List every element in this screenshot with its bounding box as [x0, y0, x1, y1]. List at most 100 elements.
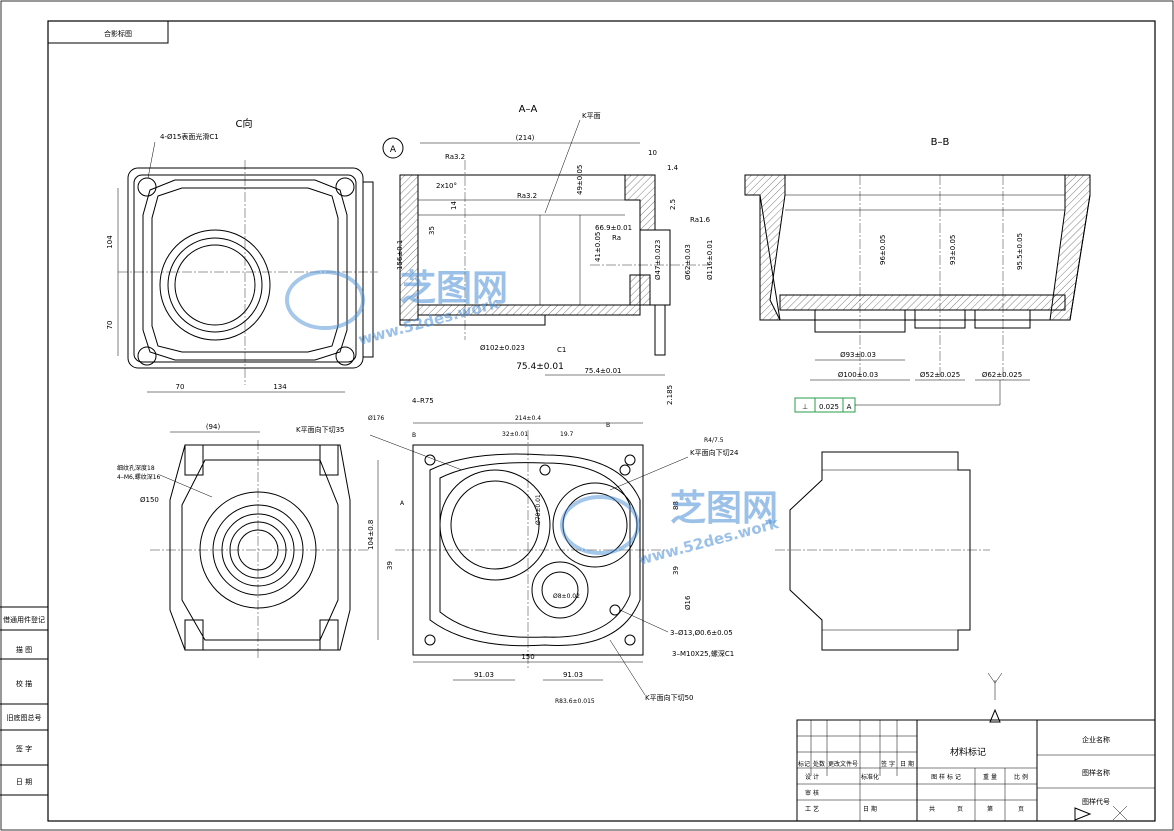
dim: 104±0.8: [367, 520, 375, 550]
svg-text:签 字: 签 字: [881, 760, 895, 768]
dim: 70: [106, 321, 114, 330]
tolerance-frame: ⊥ 0.025 A: [794, 380, 1001, 413]
svg-text:工 艺: 工 艺: [805, 805, 819, 813]
left-strip: 借通用件登记 描 图 校 描 旧底图总号 签 字 日 期: [0, 606, 48, 796]
dim: 66.9±0.01: [595, 224, 632, 232]
material-mark: 材料标记: [950, 746, 986, 758]
dim: 10: [648, 149, 657, 157]
aa-title: A–A: [519, 104, 538, 115]
svg-text:审 核: 审 核: [805, 789, 819, 797]
dim: Ø78±0.01: [535, 494, 542, 525]
dim: 214±0.4: [515, 415, 541, 422]
svg-text:比 例: 比 例: [1014, 773, 1028, 781]
svg-text:设 计: 设 计: [805, 773, 819, 781]
svg-text:第: 第: [987, 805, 993, 813]
svg-text:合影标图: 合影标图: [104, 29, 132, 38]
dim: 39: [672, 566, 680, 575]
svg-text:芝图网: 芝图网: [400, 268, 508, 309]
dim: 96±0.05: [879, 235, 887, 265]
dim: 2.185: [666, 385, 674, 405]
svg-text:标记: 标记: [798, 760, 810, 768]
center-view: 4–R75 214±0.4 32±0.01 19.7 K平面向下切35 Ø176…: [296, 397, 739, 705]
strip-item: 日 期: [16, 778, 32, 786]
dim: 2.5: [669, 199, 677, 210]
axis-symbol: [987, 672, 1003, 723]
svg-text:处数: 处数: [813, 760, 825, 768]
label: K平面向下切24: [690, 448, 739, 457]
svg-text:标准化: 标准化: [861, 773, 879, 781]
svg-text:页: 页: [1018, 806, 1024, 813]
dim: Ø52±0.025: [920, 371, 960, 379]
dim: 32±0.01: [502, 431, 528, 438]
label: Ra: [612, 234, 621, 242]
label: 3–M10X25,螺深C1: [672, 649, 734, 658]
dim: Ø116±0.01: [706, 240, 714, 280]
dim: 49±0.05: [576, 165, 584, 195]
svg-text:日 期: 日 期: [863, 805, 877, 813]
dim: Ø102±0.023: [480, 344, 525, 352]
label: A: [400, 500, 405, 507]
dim: (94): [206, 423, 221, 431]
svg-text:共: 共: [929, 805, 935, 813]
dim: 95.5±0.05: [1016, 233, 1024, 270]
strip-item: 描 图: [16, 645, 32, 654]
dim: 39: [386, 561, 394, 570]
label: 细纹孔深度18: [117, 464, 155, 472]
left-view: (94) 细纹孔深度18 4–M6,螺纹深16 Ø150: [117, 423, 370, 660]
dim: (214): [516, 134, 535, 142]
dim: 91.03: [563, 671, 583, 679]
dim: Ø47±0.023: [654, 240, 662, 280]
dim: 104: [106, 235, 114, 249]
dim: 14: [450, 201, 458, 210]
inner-frame: [47, 20, 1156, 822]
label: 4–R75: [412, 397, 434, 405]
label: 2x10°: [436, 182, 457, 190]
label: 4–M6,螺纹深16: [117, 473, 161, 481]
dim: 19.7: [560, 431, 574, 438]
label: C1: [557, 346, 566, 354]
strip-item: 校 描: [16, 679, 32, 688]
title-block: 材料标记 企业名称 图样名称 图样代号 标记 处数 更改文件号 签 字 日 期 …: [796, 719, 1156, 822]
dim: 88: [672, 501, 680, 510]
label: K平面向下切35: [296, 425, 345, 434]
drawing-code: 图样代号: [1082, 797, 1110, 806]
dim: 93±0.05: [949, 235, 957, 265]
dim: 41±0.05: [594, 232, 602, 262]
label: Ra1.6: [690, 216, 711, 224]
dim: Ø100±0.03: [838, 371, 878, 379]
dim: Ø62±0.025: [982, 371, 1022, 379]
label: B: [606, 422, 610, 429]
dim: 1.4: [667, 164, 679, 172]
bb-title: B–B: [931, 137, 950, 148]
c-view-note: 4-Ø15表面光滑C1: [160, 132, 219, 141]
strip-item: 借通用件登记: [3, 615, 45, 624]
svg-text:芝图网: 芝图网: [670, 488, 778, 529]
label: 3–Ø13,Ø0.6±0.05: [670, 629, 733, 637]
label: 75.4±0.01: [516, 362, 564, 372]
label: K平面: [582, 112, 601, 120]
svg-text:⊥: ⊥: [802, 403, 808, 411]
label: Ra3.2: [445, 153, 465, 161]
dim: Ø8±0.02: [553, 593, 580, 600]
svg-text:A: A: [847, 403, 852, 411]
dim: 70: [176, 383, 185, 391]
dim: R83.6±0.015: [555, 698, 595, 705]
svg-text:日 期: 日 期: [900, 760, 914, 768]
svg-text:0.025: 0.025: [819, 403, 839, 411]
top-left-box: 合影标图: [47, 20, 169, 44]
c-view-title: C向: [236, 117, 253, 130]
dim: Ø93±0.03: [840, 351, 876, 359]
dim: 91.03: [474, 671, 494, 679]
svg-text:页: 页: [957, 806, 963, 813]
label: R4/7.5: [704, 437, 724, 444]
dim: Ø176: [368, 415, 384, 422]
label: Ra3.2: [517, 192, 537, 200]
drawing-name: 图样名称: [1082, 768, 1110, 777]
section-aa: A–A A (214) K平面 Ra3.2 2x10° Ra3.2 49±0.0…: [382, 104, 714, 405]
dim: Ø62±0.03: [684, 244, 692, 280]
dim: 156±0.1: [396, 240, 404, 270]
dim: 75.4±0.01: [584, 367, 621, 375]
right-view: [775, 451, 990, 651]
company-name: 企业名称: [1082, 735, 1110, 744]
